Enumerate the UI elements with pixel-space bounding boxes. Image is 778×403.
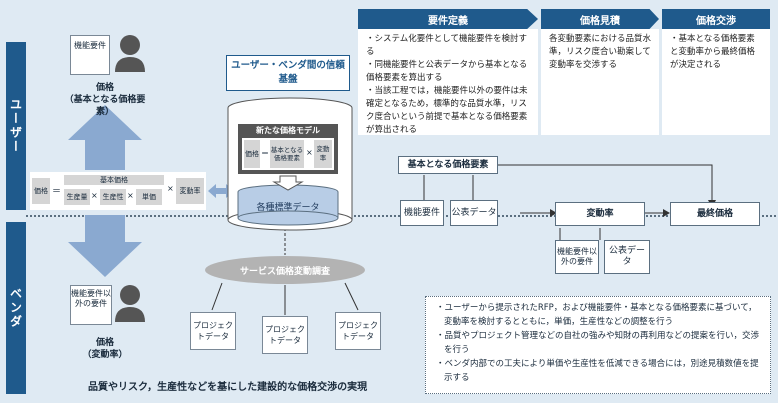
formula-price: 価格 xyxy=(32,178,50,204)
model-price: 価格 xyxy=(244,140,260,168)
public-data-box-2: 公表データ xyxy=(604,240,650,274)
project-data-doc-1: プロジェクトデータ xyxy=(190,312,236,350)
model-title: 新たな価格モデル xyxy=(256,126,320,135)
vendor-sidebar: ベンダ xyxy=(6,222,26,394)
flow-line-base-to-final xyxy=(497,164,713,203)
base-price-elements-box: 基本となる価格要素 xyxy=(398,156,498,174)
formula-productivity-2: 生産性 xyxy=(100,189,126,205)
model-base-elements: 基本となる価格要素 xyxy=(270,140,304,168)
user-sidebar: ユーザー xyxy=(6,42,26,210)
formula-equals: ＝ xyxy=(52,187,62,197)
user-person-icon xyxy=(115,35,145,72)
formula-times-3: × xyxy=(167,184,174,193)
phase-requirements-header: 要件定義 xyxy=(358,9,538,29)
up-arrow xyxy=(68,105,142,170)
formula-times-1: × xyxy=(91,191,98,200)
project-data-doc-3: プロジェクトデータ xyxy=(335,312,381,350)
standard-data-db-label: 各種標準データ xyxy=(256,203,320,213)
user-sidebar-label: ユーザー xyxy=(8,98,23,154)
model-times: × xyxy=(306,148,313,157)
nonfunc-req-box: 機能要件以外の要件 xyxy=(555,240,599,274)
phase-negotiation-header: 価格交渉 xyxy=(662,9,770,29)
formula-productivity: 生産量 xyxy=(64,189,90,205)
service-price-survey: サービス価格変動調査 xyxy=(239,267,330,277)
project-data-doc-2: プロジェクトデータ xyxy=(262,316,308,354)
vendor-caption: 価格 （変動率） xyxy=(82,338,128,360)
formula-base-price: 基本価格 xyxy=(64,175,164,185)
price-formula: 価格 ＝ 基本価格 生産量 × 生産性 × 単価 × 変動率 xyxy=(30,172,206,210)
phase-estimate-text: 各変動要素における品質水準，リスク度合い勘案して変動率を交渉する xyxy=(541,29,659,135)
formula-change-rate: 変動率 xyxy=(176,178,204,204)
vendor-sidebar-label: ベンダ xyxy=(8,287,23,329)
down-arrow xyxy=(68,215,142,277)
public-data-box: 公表データ xyxy=(450,200,498,226)
user-caption: 価格 （基本となる価格要素） xyxy=(64,83,146,117)
func-req-box: 機能要件 xyxy=(400,200,444,226)
vendor-person-icon xyxy=(115,285,145,322)
model-rate: 変動率 xyxy=(314,140,332,168)
phase-estimate-header: 価格見積 xyxy=(541,9,659,29)
formula-times-2: × xyxy=(127,191,134,200)
final-price-box: 最終価格 xyxy=(670,202,760,226)
model-equals: ＝ xyxy=(261,149,269,158)
formula-unit-price: 単価 xyxy=(136,189,162,205)
vendor-notes: ・ユーザーから提示されたRFP，および機能要件・基本となる価格要素に基づいて，変… xyxy=(425,296,771,394)
change-rate-box: 変動率 xyxy=(555,202,645,226)
user-func-req-doc: 機能要件 xyxy=(70,35,110,75)
new-price-model: 新たな価格モデル 価格 ＝ 基本となる価格要素 × 変動率 xyxy=(238,124,338,174)
bottom-caption: 品質やリスク，生産性などを基にした建設的な価格交渉の実現 xyxy=(88,382,368,393)
vendor-nonfunc-req-doc: 機能要件以外の要件 xyxy=(70,285,112,325)
platform-title: ユーザー・ベンダ間の信頼基盤 xyxy=(226,55,350,91)
phase-requirements-text: ・システム化要件として機能要件を検討する ・同機能要件と公表データから基本となる… xyxy=(358,29,538,135)
phase-negotiation-text: ・基本となる価格要素と変動率から最終価格が決定される xyxy=(662,29,770,135)
